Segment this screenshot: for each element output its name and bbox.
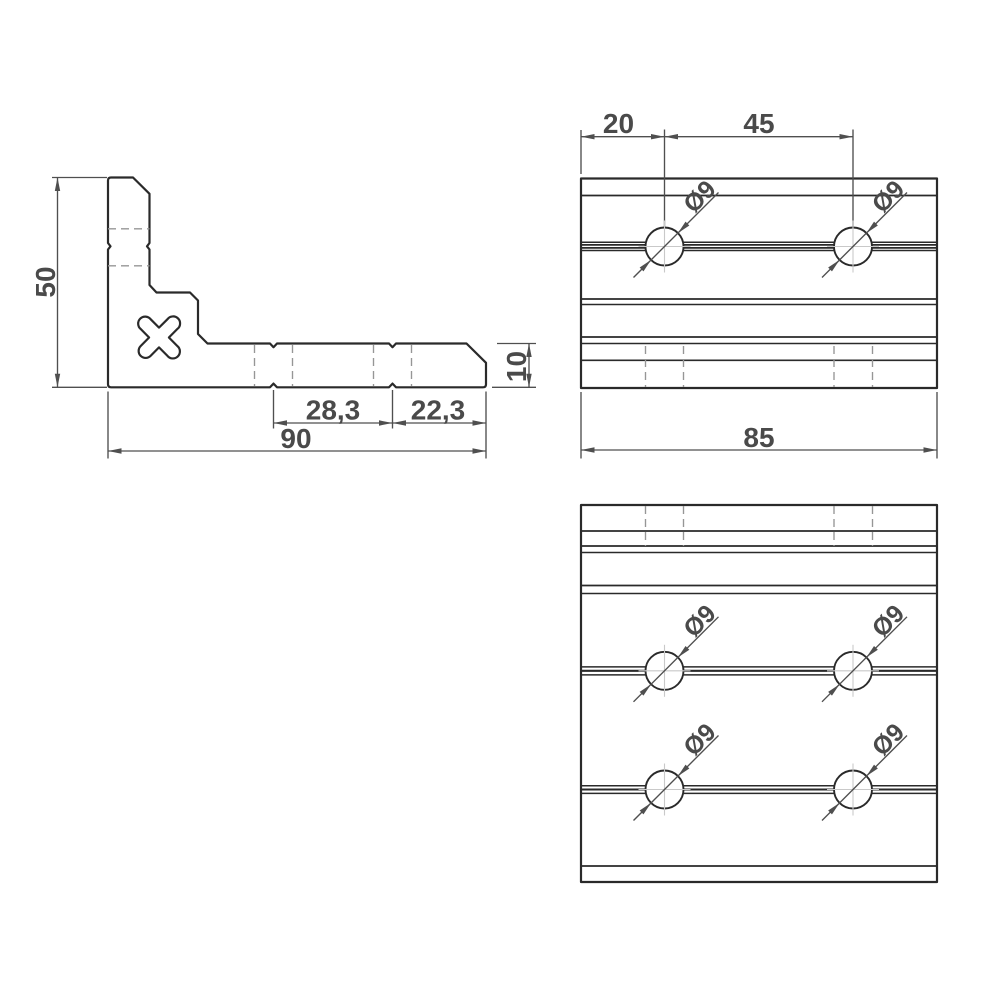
- bracket-outline: [106, 176, 488, 389]
- dim-face-width-label: 85: [743, 422, 774, 453]
- dim-width-label: 90: [280, 423, 311, 454]
- center-cross-slot: [137, 315, 182, 360]
- top-view: Ø9 Ø9 20 45 85: [579, 108, 939, 459]
- dim-edge-to-hole-label: 20: [603, 108, 634, 139]
- dim-edge-to-hole-20: 20: [581, 108, 665, 140]
- dim-hole-spacing-label: 45: [743, 108, 774, 139]
- side-profile-view: 50 90 28,3 22,3: [30, 176, 536, 459]
- dim-face-width-85: 85: [580, 392, 938, 459]
- front-view-outline: [579, 503, 939, 884]
- top-view-outline: [579, 177, 939, 390]
- dim-hole-spacing-45: 45: [664, 108, 853, 140]
- dim-height-50: 50: [30, 176, 107, 388]
- dim-hole-pitch-label: 28,3: [306, 395, 361, 426]
- dim-hole-end-label: 22,3: [411, 395, 466, 426]
- dim-width-90: 90: [107, 391, 487, 459]
- dim-thickness-10: 10: [492, 342, 536, 388]
- dim-hole-pitch: 28,3 22,3: [272, 390, 486, 429]
- dim-height-label: 50: [30, 266, 61, 297]
- front-view: Ø9 Ø9 Ø9 Ø9: [579, 503, 939, 884]
- dim-thickness-label: 10: [501, 351, 532, 382]
